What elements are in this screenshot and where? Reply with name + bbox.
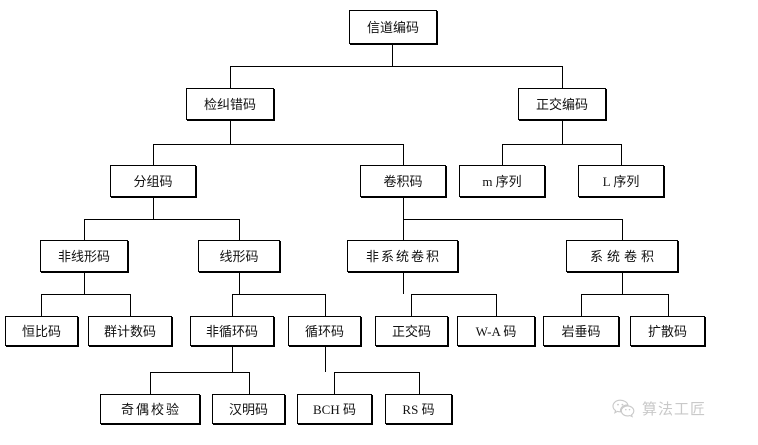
connector-to-feixianxing — [84, 219, 85, 240]
connector-root-bar — [230, 66, 562, 67]
connector-juanjima-stub — [403, 197, 404, 219]
connector-jiujiu-bar — [153, 144, 403, 145]
node-kuosan-ma[interactable]: 扩散码 — [630, 316, 705, 346]
connector-zhengjiao-bar — [502, 144, 621, 145]
connector-xunhuan-bar — [334, 372, 419, 373]
connector-to-xianxing — [239, 219, 240, 240]
connector-to-kuosanma — [668, 294, 669, 316]
node-juanji-ma[interactable]: 卷积码 — [360, 165, 446, 197]
node-qunjishu-ma[interactable]: 群计数码 — [88, 316, 172, 346]
node-qiou-jiaoyan[interactable]: 奇偶校验 — [100, 394, 200, 424]
node-m-xulie[interactable]: m 序列 — [459, 165, 545, 197]
node-xunhuan-ma[interactable]: 循环码 — [288, 316, 361, 346]
connector-feixitong-bar — [411, 294, 496, 295]
connector-juanjima-bar — [403, 219, 622, 220]
connector-jiujiu-stub — [230, 120, 231, 144]
wechat-icon — [612, 399, 636, 419]
connector-feixianxing-stub — [84, 272, 85, 294]
connector-feixianxing-bar — [41, 294, 130, 295]
node-fenzu-ma[interactable]: 分组码 — [110, 165, 196, 197]
connector-to-hanmingma — [249, 372, 250, 394]
connector-to-qioujiaoyan — [150, 372, 151, 394]
connector-feixunhuan-stub — [232, 346, 233, 372]
connector-to-yanchuima — [581, 294, 582, 316]
node-zhengjiao-ma[interactable]: 正交码 — [375, 316, 448, 346]
connector-zhengjiao-stub — [562, 120, 563, 144]
node-wa-ma[interactable]: W-A 码 — [457, 316, 535, 346]
connector-xianxing-bar — [232, 294, 325, 295]
connector-to-juanjima — [403, 144, 404, 165]
connector-to-mxulie — [502, 144, 503, 165]
node-l-xulie[interactable]: L 序列 — [578, 165, 664, 197]
connector-xitong-bar — [581, 294, 668, 295]
node-feixianxing-ma[interactable]: 非线形码 — [40, 240, 128, 272]
connector-to-wama — [496, 294, 497, 316]
connector-to-feixunhuan — [232, 294, 233, 316]
connector-to-lxulie — [621, 144, 622, 165]
node-xitong-juanji[interactable]: 系统卷积 — [566, 240, 678, 272]
connector-to-jiujiu — [230, 66, 231, 88]
node-rs-ma[interactable]: RS 码 — [385, 394, 452, 424]
connector-to-xunhuan — [325, 294, 326, 316]
node-feixitong-juanji[interactable]: 非系统卷积 — [347, 240, 458, 272]
connector-fenzuma-bar — [84, 219, 239, 220]
node-yanchui-ma[interactable]: 岩垂码 — [543, 316, 619, 346]
connector-xitong-stub — [622, 272, 623, 294]
connector-to-xitong — [622, 219, 623, 240]
node-hanming-ma[interactable]: 汉明码 — [212, 394, 285, 424]
connector-fenzuma-stub — [153, 197, 154, 219]
connector-to-hengbima — [41, 294, 42, 316]
node-xindao-bianma[interactable]: 信道编码 — [349, 10, 437, 44]
watermark-text: 算法工匠 — [642, 401, 707, 418]
connector-feixunhuan-bar — [150, 372, 249, 373]
connector-root-stub — [392, 44, 393, 66]
connector-to-fenzuma — [153, 144, 154, 165]
node-xianxing-ma[interactable]: 线形码 — [198, 240, 280, 272]
node-feixunhuan-ma[interactable]: 非循环码 — [190, 316, 274, 346]
connector-to-bchma — [334, 372, 335, 394]
connector-to-rsma — [419, 372, 420, 394]
connector-xianxing-stub — [239, 272, 240, 294]
connector-xunhuan-stub — [325, 346, 326, 372]
node-bch-ma[interactable]: BCH 码 — [297, 394, 372, 424]
node-hengbi-ma[interactable]: 恒比码 — [5, 316, 78, 346]
connector-feixitong-stub — [403, 272, 404, 294]
connector-to-qunjishuma — [130, 294, 131, 316]
connector-to-zhengjiaoma — [411, 294, 412, 316]
node-jianjiu-cuoma[interactable]: 检纠错码 — [186, 88, 274, 120]
connector-to-feixitong — [403, 219, 404, 240]
connector-to-zhengjiao — [562, 66, 563, 88]
watermark: 算法工匠 — [612, 398, 706, 419]
node-zhengjiao-bianma[interactable]: 正交编码 — [518, 88, 606, 120]
